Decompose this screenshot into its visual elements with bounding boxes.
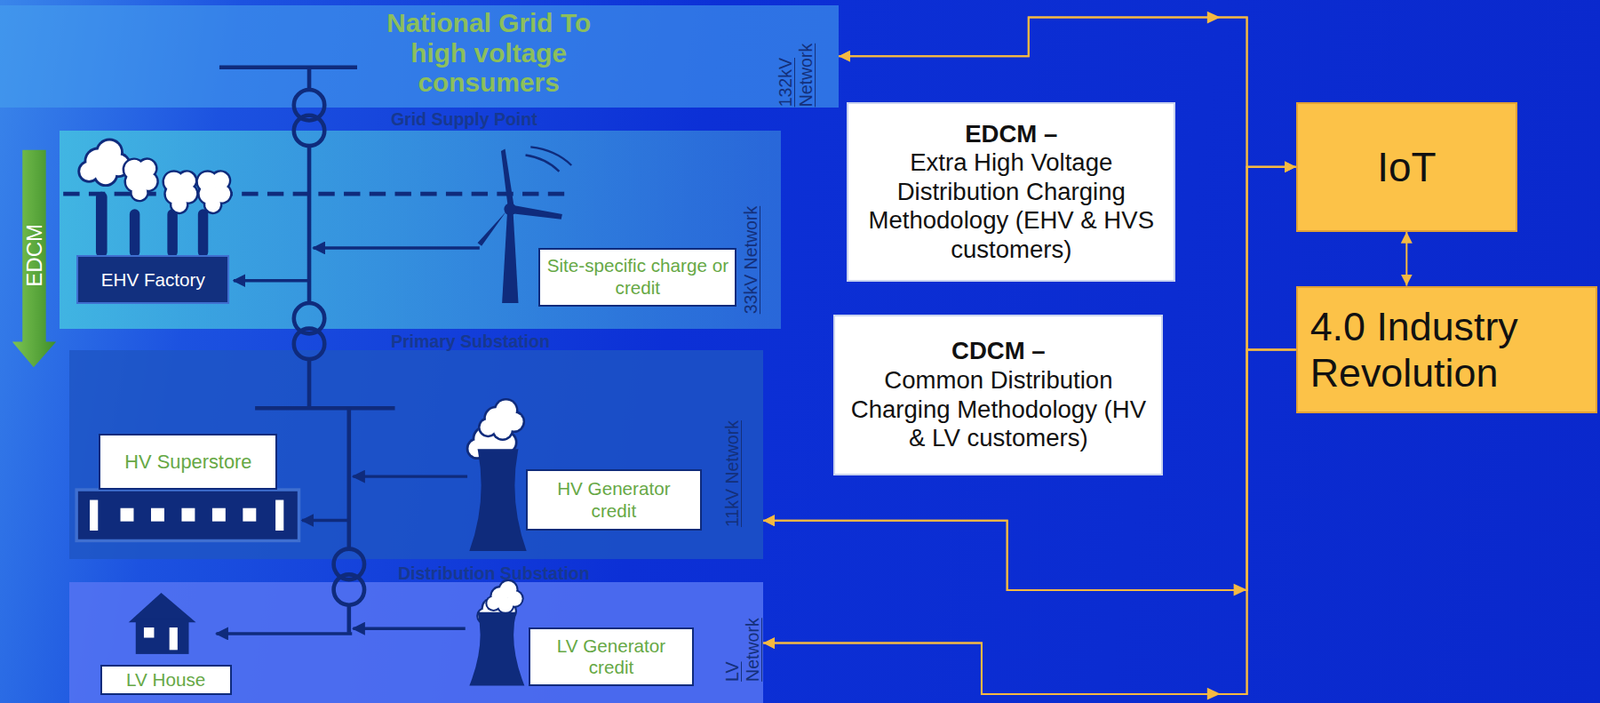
credit-box: HV Generator credit — [525, 469, 703, 531]
orange-connector — [763, 349, 1297, 694]
factory-box: EHV Factory — [76, 254, 230, 304]
superstore-building — [76, 489, 299, 541]
customer-box: HV Superstore — [98, 433, 278, 490]
technology-box: 4.0 Industry Revolution — [1296, 286, 1598, 414]
orange-connector — [763, 349, 1297, 590]
charge-box: Site-specific charge or credit — [538, 247, 737, 306]
cooling-towers — [469, 448, 526, 685]
network-label: 11kV Network — [722, 389, 743, 527]
orange-connector — [1405, 231, 1408, 287]
box-heading: CDCM – — [840, 336, 1156, 367]
substation-label: Grid Supply Point — [390, 109, 538, 130]
methodology-box: CDCM –Common Distribution Charging Metho… — [833, 314, 1163, 476]
smoke-puffs — [77, 138, 526, 628]
box-text: LV Generator credit — [535, 635, 687, 679]
power-flow-arrows — [216, 247, 480, 634]
orange-connector — [838, 17, 1297, 351]
methodology-arrow-label: EDCM — [22, 204, 48, 307]
box-text: Extra High Voltage Distribution Charging… — [853, 148, 1169, 264]
substation-wiring — [63, 67, 572, 633]
house-icon — [128, 592, 197, 654]
box-text: 4.0 Industry Revolution — [1310, 302, 1584, 398]
wind-turbine — [477, 146, 573, 303]
network-label: LV Network — [722, 599, 764, 682]
voltage-band: National Grid To high voltage consumers 1… — [0, 5, 839, 108]
box-text: IoT — [1310, 143, 1504, 192]
substation-label: Primary Substation — [390, 331, 550, 352]
orange-connector — [763, 167, 1297, 694]
orange-connector — [838, 17, 1297, 168]
box-heading: EDCM – — [853, 119, 1169, 150]
edcm-arrow — [12, 150, 56, 368]
bus-arrowheads — [1207, 11, 1248, 701]
box-text: LV House — [107, 668, 225, 691]
technology-box: IoT — [1296, 102, 1518, 232]
network-label: 132kV Network — [775, 15, 817, 107]
methodology-box: EDCM –Extra High Voltage Distribution Ch… — [846, 102, 1176, 282]
substation-label: Distribution Substation — [398, 563, 590, 584]
band-title: National Grid To high voltage consumers — [385, 7, 592, 97]
network-label: 33kV Network — [740, 160, 762, 314]
box-text: Common Distribution Charging Methodology… — [840, 366, 1156, 454]
credit-box: LV Generator credit — [528, 627, 694, 685]
box-text: HV Generator credit — [533, 477, 696, 522]
box-text: Site-specific charge or credit — [545, 254, 730, 299]
box-text: EHV Factory — [83, 269, 223, 291]
customer-box: LV House — [100, 664, 232, 695]
orange-connector — [763, 167, 1297, 590]
box-text: HV Superstore — [105, 450, 271, 474]
